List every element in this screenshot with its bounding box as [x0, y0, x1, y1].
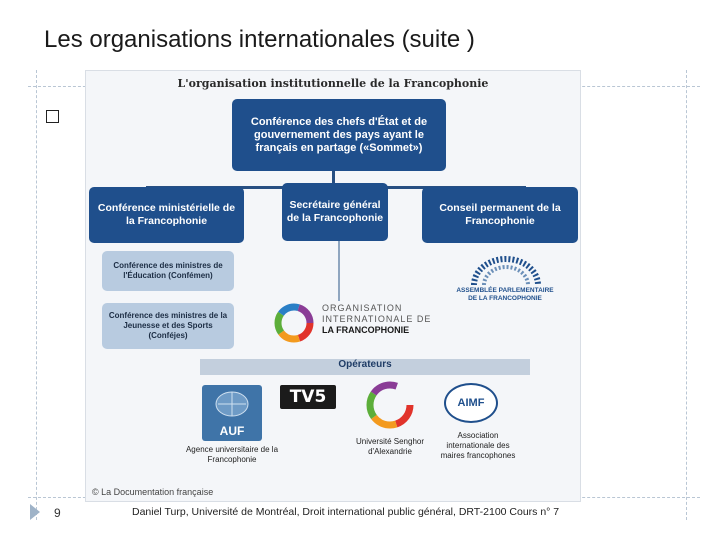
conferes-box: Conférence des ministres de la Jeunesse … [102, 303, 234, 349]
oif-logo [274, 303, 314, 343]
apf-name-line1: ASSEMBLÉE PARLEMENTAIRE [456, 287, 554, 294]
bullet-icon [46, 110, 59, 123]
tv5-logo: TV5 [280, 385, 336, 409]
apf-logo [471, 256, 541, 286]
page-number: 9 [54, 506, 61, 520]
globe-icon [215, 391, 249, 417]
senghor-caption: Université Senghor d'Alexandrie [355, 437, 425, 456]
left-guide-line [36, 70, 37, 520]
oif-name-line3: LA FRANCOPHONIE [322, 325, 410, 335]
chart-title: L'organisation institutionnelle de la Fr… [177, 77, 489, 90]
auf-caption: Agence universitaire de la Francophonie [185, 445, 279, 464]
auf-logo: AUF [202, 385, 262, 441]
ministerial-conference-box: Conférence ministérielle de la Francopho… [89, 187, 244, 243]
oif-name: ORGANISATION INTERNATIONALE DE LA FRANCO… [322, 303, 431, 336]
image-credit: © La Documentation française [92, 487, 214, 497]
apf-name: ASSEMBLÉE PARLEMENTAIRE DE LA FRANCOPHON… [432, 287, 578, 303]
connector-summit-down [332, 169, 335, 195]
tv5-logo-text: TV5 [289, 387, 327, 407]
auf-logo-text: AUF [219, 424, 245, 438]
aimf-caption: Association internationale des maires fr… [440, 431, 516, 460]
operators-band: Opérateurs [200, 359, 530, 375]
slide-footer: Daniel Turp, Université de Montréal, Dro… [132, 506, 560, 518]
connector-oif-line [338, 241, 340, 301]
footer-arrow-icon [30, 504, 40, 520]
summit-box: Conférence des chefs d'État et de gouver… [232, 99, 446, 171]
francophonie-org-chart: L'organisation institutionnelle de la Fr… [85, 70, 581, 502]
apf-name-line2: DE LA FRANCOPHONIE [468, 295, 542, 302]
oif-name-line2: INTERNATIONALE DE [322, 314, 432, 324]
aimf-logo-text: AIMF [457, 397, 485, 409]
confemen-box: Conférence des ministres de l'Éducation … [102, 251, 234, 291]
aimf-logo: AIMF [444, 383, 498, 423]
senghor-logo [366, 381, 414, 429]
oif-name-line1: ORGANISATION [322, 303, 403, 313]
slide-title: Les organisations internationales (suite… [44, 26, 475, 53]
operators-label: Opérateurs [338, 359, 392, 370]
permanent-council-box: Conseil permanent de la Francophonie [422, 187, 578, 243]
secretary-general-box: Secrétaire général de la Francophonie [282, 183, 388, 241]
right-guide-line [686, 70, 687, 520]
